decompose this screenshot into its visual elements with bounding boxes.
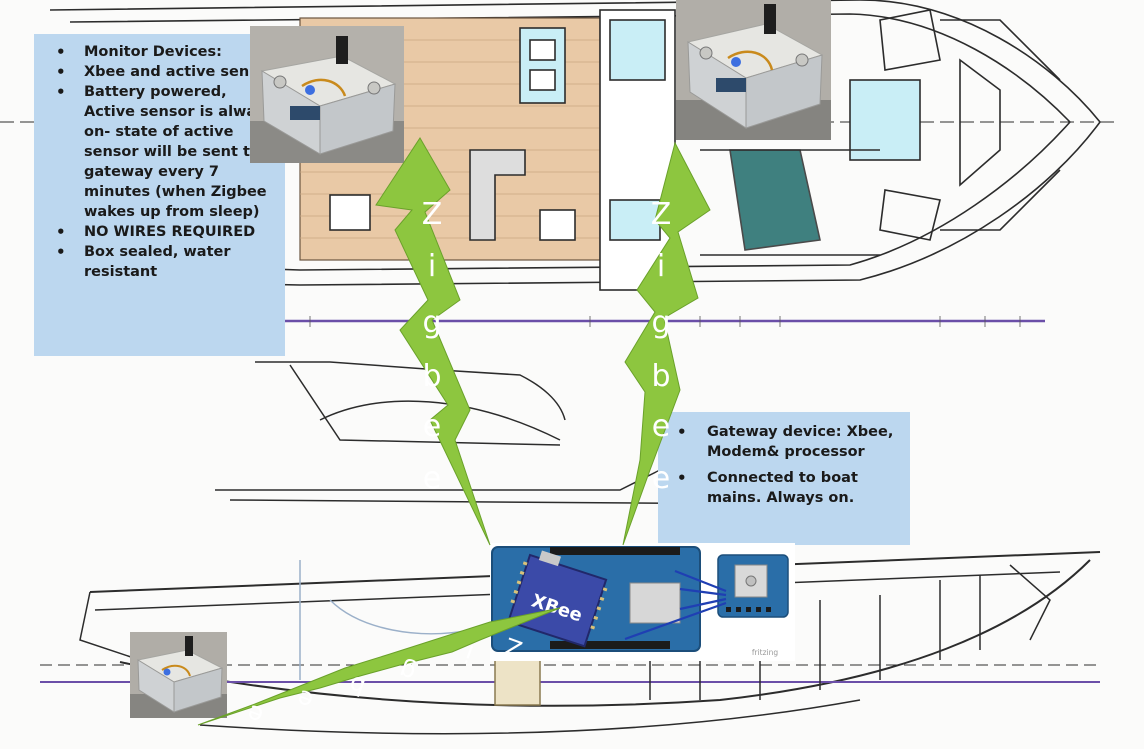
sensor-box-icon (250, 26, 404, 163)
monitor-bullet-title: Monitor Devices: (34, 42, 279, 62)
sensor-box-photo-bottom (130, 632, 227, 718)
gps-wires (624, 569, 727, 641)
sensor-box-icon (130, 632, 227, 718)
sensor-box-photo-right (676, 0, 831, 140)
monitor-devices-callout: Monitor Devices: Xbee and active sensor.… (34, 34, 285, 356)
monitor-bullet-wires: NO WIRES REQUIRED (34, 222, 279, 242)
monitor-bullet-sealed: Box sealed, water resistant (34, 242, 279, 282)
gateway-board-photo: XBee fritzing (490, 543, 795, 661)
sensor-box-icon (676, 0, 831, 140)
gateway-device-callout: Gateway device: Xbee, Modem& processor C… (658, 412, 910, 545)
gateway-board-icon: XBee fritzing (490, 543, 795, 661)
monitor-bullet-hardware: Xbee and active sensor. (34, 62, 279, 82)
sensor-box-photo-left (250, 26, 404, 163)
gateway-bullet-hardware: Gateway device: Xbee, Modem& processor (658, 422, 904, 462)
gateway-bullet-power: Connected to boat mains. Always on. (658, 468, 904, 508)
monitor-bullet-power: Battery powered, Active sensor is always… (34, 82, 279, 222)
gps-module-icon (717, 554, 789, 618)
fritzing-watermark: fritzing (752, 648, 779, 657)
